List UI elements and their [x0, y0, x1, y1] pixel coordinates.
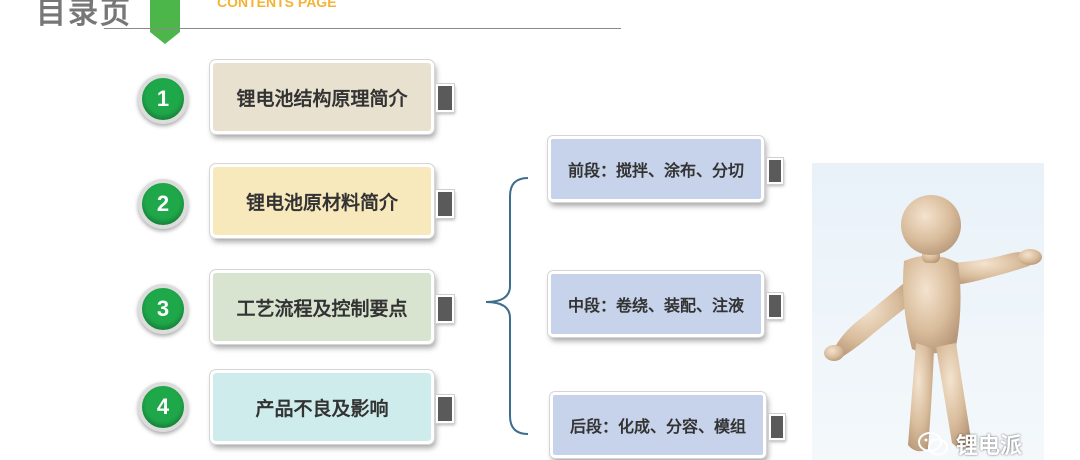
item-tab-3 [436, 295, 454, 323]
item-number-4: 4 [138, 382, 188, 432]
stage-tab-back [769, 414, 785, 440]
stage-box-front[interactable]: 前段：搅拌、涂布、分切 [548, 136, 764, 202]
page-title: 目录页 [36, 0, 132, 31]
stage-tab-front [767, 158, 783, 184]
page-subtitle: CONTENTS PAGE [217, 0, 337, 10]
stage-box-middle[interactable]: 中段：卷绕、装配、注液 [548, 271, 764, 337]
header-accent-tip [150, 32, 180, 44]
watermark-text: 锂电派 [956, 434, 1023, 459]
stage-box-back[interactable]: 后段：化成、分容、模组 [550, 392, 766, 458]
item-box-3[interactable]: 工艺流程及控制要点 [210, 270, 434, 344]
stage-tab-middle [767, 293, 783, 319]
item-box-1[interactable]: 锂电池结构原理简介 [210, 60, 434, 134]
header-divider [104, 28, 621, 29]
wechat-icon [918, 432, 948, 456]
item-tab-4 [436, 395, 454, 423]
item-number-1: 1 [138, 74, 188, 124]
item-tab-1 [436, 84, 454, 112]
item-box-2[interactable]: 锂电池原材料简介 [210, 164, 434, 238]
item-box-4[interactable]: 产品不良及影响 [210, 370, 434, 444]
presenter-figure-illustration [824, 195, 1042, 452]
item-number-3: 3 [138, 284, 188, 334]
watermark: 锂电派 [918, 428, 1022, 460]
bracket-connector [485, 177, 529, 435]
item-number-2: 2 [138, 179, 188, 229]
header-accent-tab [150, 0, 180, 32]
item-tab-2 [436, 190, 454, 218]
